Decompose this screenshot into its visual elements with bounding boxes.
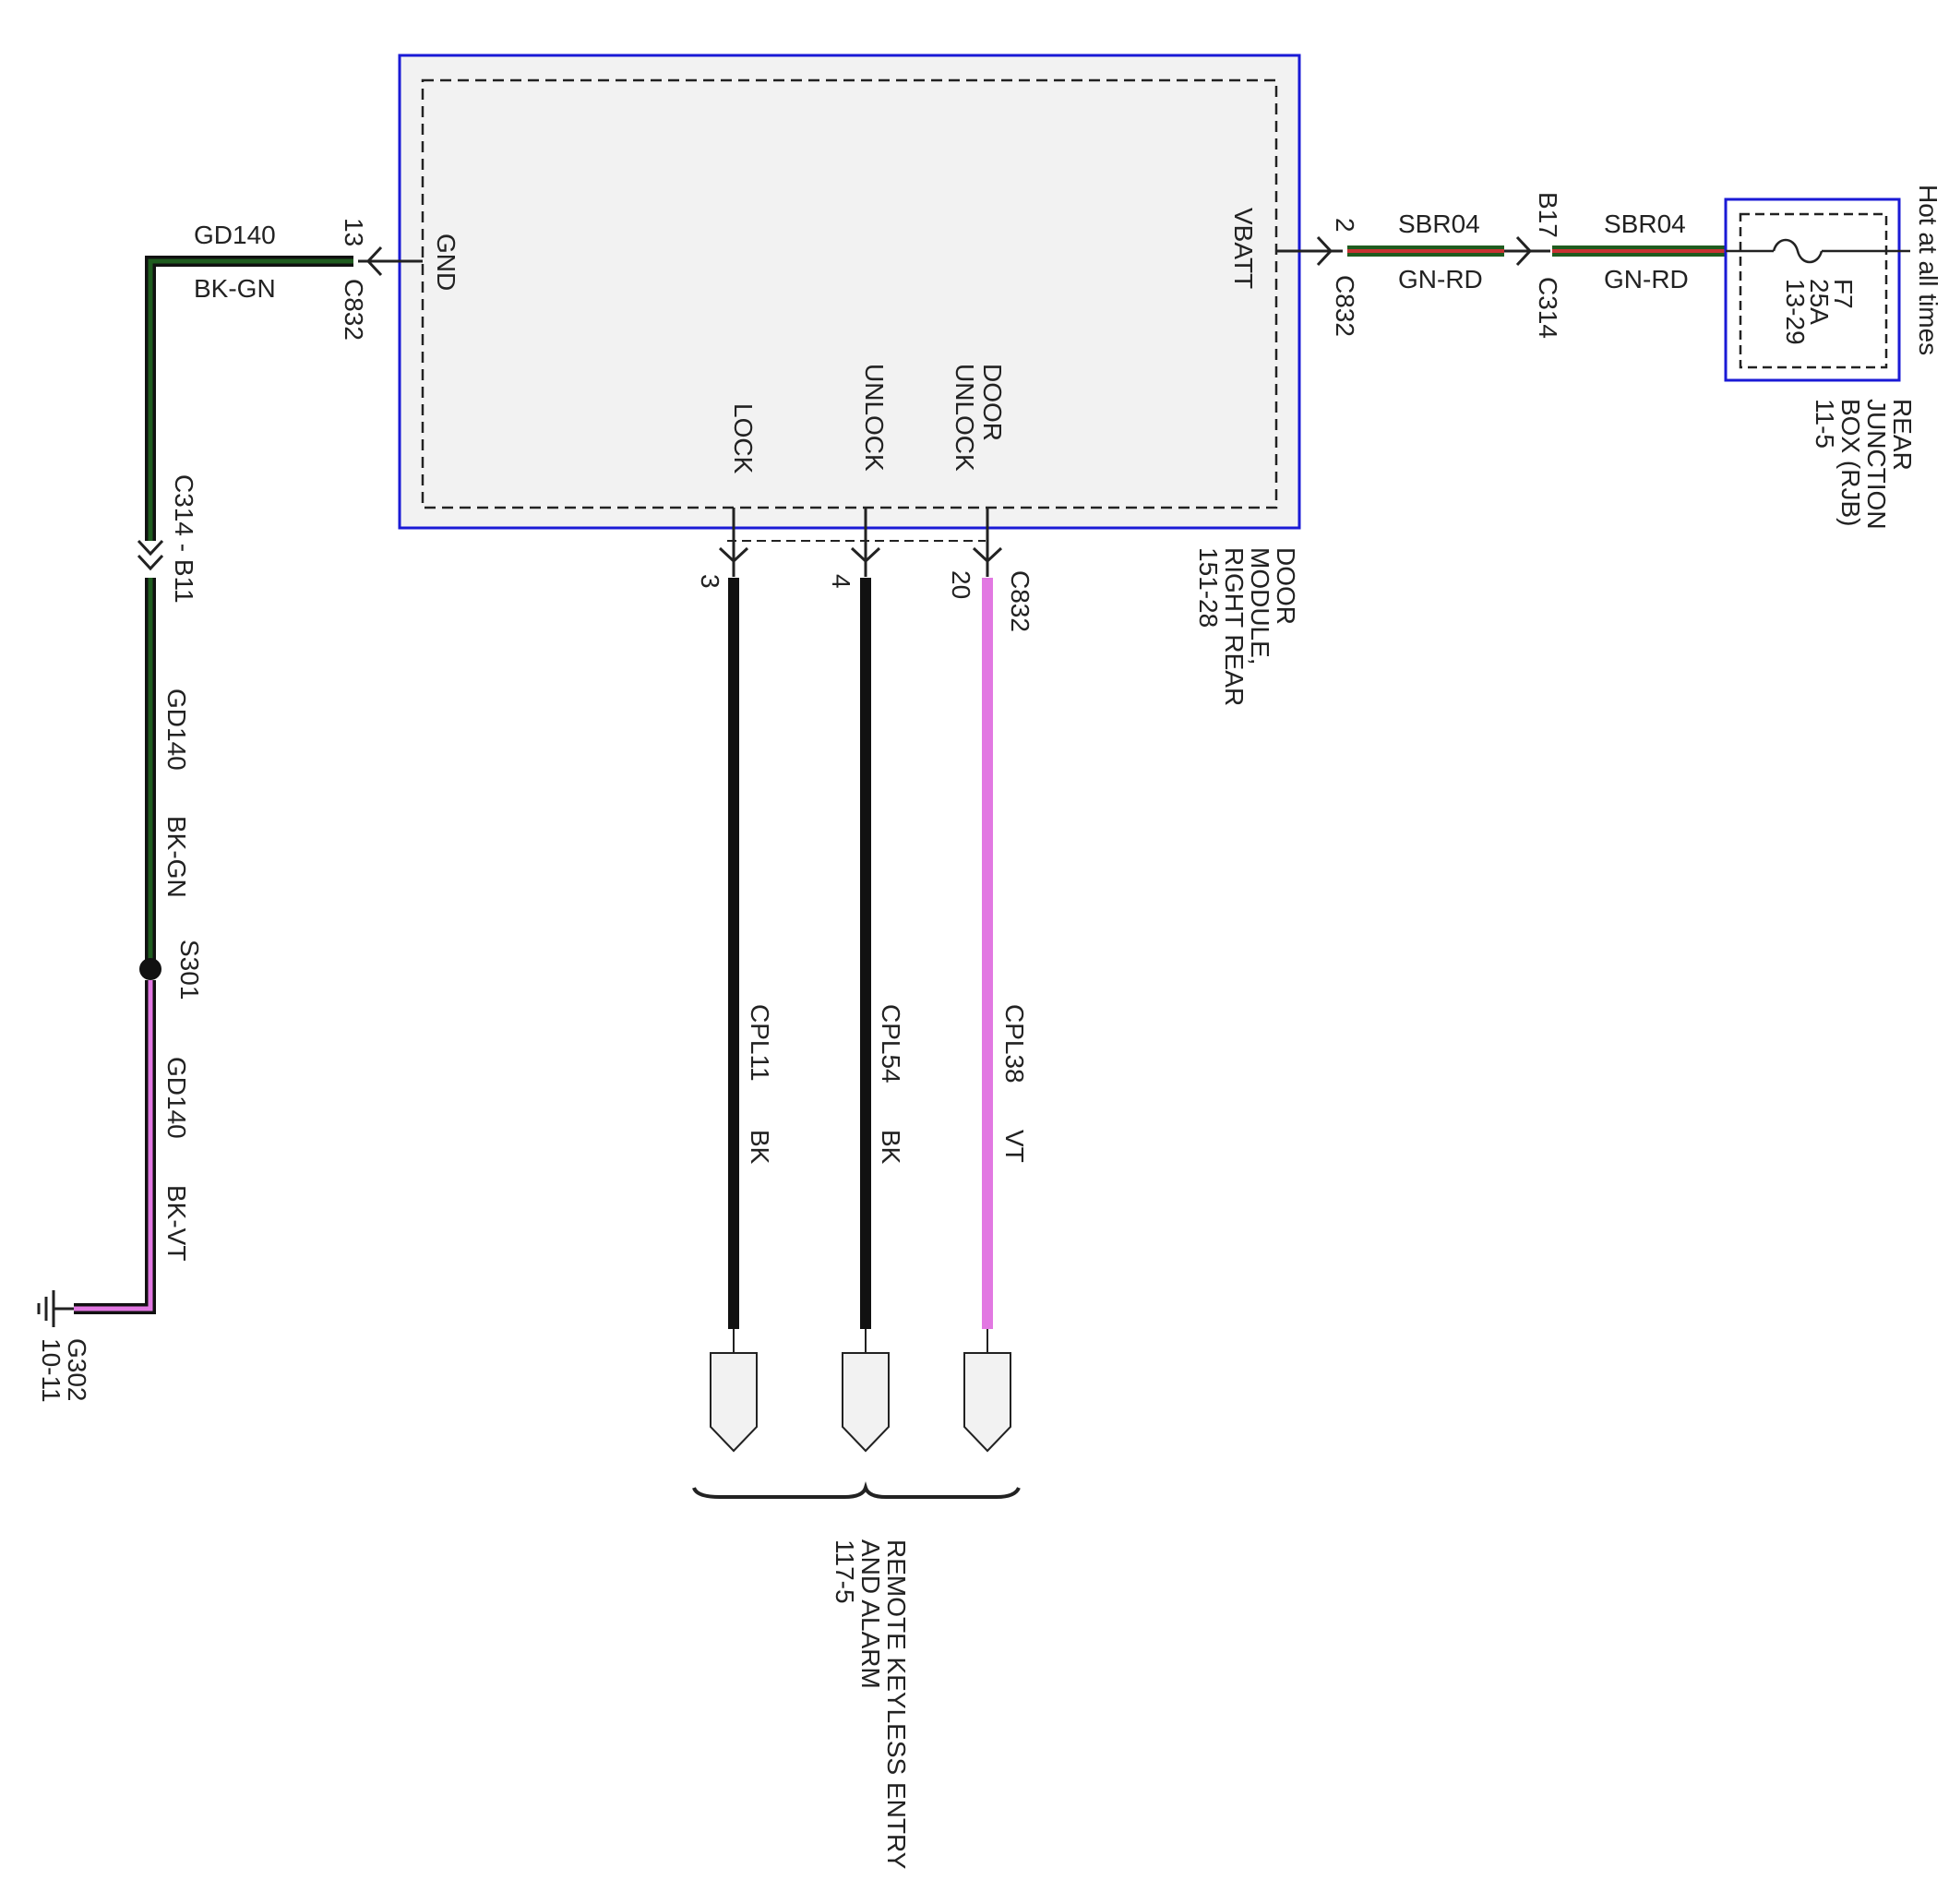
door-module-box[interactable] bbox=[398, 54, 1301, 530]
door-module-name-line1: DOOR bbox=[1272, 547, 1300, 625]
lock-wire-circuit: CPL11 bbox=[746, 1004, 774, 1082]
fuse-rating: 25A bbox=[1805, 279, 1834, 325]
door-unlock-wire-color: VT bbox=[1000, 1130, 1029, 1163]
gnd-wire2-circuit: GD140 bbox=[162, 689, 191, 771]
pin-label-lock: LOCK bbox=[729, 403, 758, 474]
gnd-wire3-circuit: GD140 bbox=[162, 1057, 191, 1139]
wire-gd140-bk-vt-lower-stripe bbox=[74, 980, 153, 1311]
rjb-name-line3: BOX (RJB) bbox=[1836, 399, 1865, 526]
door-module-name-line2: MODULE, bbox=[1246, 547, 1274, 665]
wire-gd140-bk-vt-lower[interactable] bbox=[74, 980, 156, 1314]
gnd-wire3-color: BK-VT bbox=[162, 1185, 191, 1261]
rear-junction-box-inner-dashed bbox=[1739, 212, 1888, 369]
fuse-f7-icon[interactable] bbox=[1772, 238, 1823, 264]
fuse-ref: 13-29 bbox=[1781, 279, 1810, 345]
door-unlock-wire-circuit: CPL38 bbox=[1000, 1004, 1029, 1084]
rear-junction-box[interactable] bbox=[1724, 198, 1901, 382]
sbr04-wire2-circuit: SBR04 bbox=[1604, 210, 1686, 238]
c314-b17-connector-icon[interactable] bbox=[1515, 235, 1533, 267]
unlock-pin-number: 4 bbox=[827, 574, 855, 589]
pin-label-door-unlock-1: DOOR bbox=[978, 364, 1007, 441]
sbr04-wire1-color: GN-RD bbox=[1398, 265, 1483, 293]
sbr04-wire2-color: GN-RD bbox=[1604, 265, 1689, 293]
door-module-inner-dashed bbox=[421, 78, 1278, 509]
pin-label-unlock: UNLOCK bbox=[860, 364, 889, 472]
c314-b11-connector-icon[interactable] bbox=[137, 539, 164, 571]
pin-label-vbatt: VBATT bbox=[1229, 208, 1258, 289]
door-module-name-line3: RIGHT REAR bbox=[1220, 547, 1249, 706]
rjb-name-line1: REAR bbox=[1888, 399, 1917, 471]
gnd-wire1-circuit: GD140 bbox=[194, 221, 276, 249]
s301-splice-dot[interactable] bbox=[139, 958, 161, 980]
ground-label: G302 bbox=[63, 1338, 91, 1402]
destination-line2: AND ALARM bbox=[856, 1539, 885, 1689]
gnd-wire2-color: BK-GN bbox=[162, 816, 191, 898]
destination-line1: REMOTE KEYLESS ENTRY bbox=[882, 1539, 911, 1870]
door-unlock-connector-chevron-icon bbox=[972, 546, 1003, 564]
lock-terminal-connector-icon[interactable] bbox=[710, 1352, 758, 1453]
destination-brace-icon bbox=[692, 1481, 1021, 1499]
wire-gd140-bk-gn-top-stripe bbox=[148, 258, 353, 541]
s301-label: S301 bbox=[175, 940, 204, 1000]
pin-label-gnd: GND bbox=[432, 234, 460, 291]
power-circuit: 2 C832 SBR04 GN-RD B17 C314 SBR04 GN-RD … bbox=[1276, 185, 1943, 530]
door-module-ref: 151-28 bbox=[1194, 547, 1223, 628]
c314-b17-connector: C314 bbox=[1534, 277, 1562, 339]
unlock-wire-color: BK bbox=[877, 1130, 905, 1165]
door-module: GND VBATT LOCK UNLOCK DOOR UNLOCK DOOR M… bbox=[398, 54, 1301, 706]
rjb-name-line2: JUNCTION bbox=[1862, 399, 1891, 530]
vbatt-connector-chevron-icon bbox=[1316, 235, 1333, 267]
ground-symbol-icon[interactable] bbox=[37, 1290, 74, 1327]
door-unlock-pin-number: 20 bbox=[947, 570, 975, 599]
gnd-pin-number: 13 bbox=[340, 218, 368, 246]
c314-b17-pin: B17 bbox=[1534, 192, 1562, 238]
unlock-terminal-connector-icon[interactable] bbox=[842, 1352, 890, 1453]
unlock-wire-circuit: CPL54 bbox=[877, 1004, 905, 1084]
gnd-connector-chevron-icon bbox=[365, 245, 383, 277]
gnd-connector-label: C832 bbox=[340, 279, 368, 341]
pin-label-door-unlock-2: UNLOCK bbox=[951, 364, 979, 472]
ground-ref: 10-11 bbox=[37, 1338, 66, 1403]
sbr04-wire1-circuit: SBR04 bbox=[1398, 210, 1480, 238]
bottom-wires: 3 CPL11 BK 4 CPL54 BK 20 C832 CPL38 VT R… bbox=[692, 508, 1034, 1870]
ground-circuit: 13 C832 GD140 BK-GN C314 - B11 GD140 BK-… bbox=[37, 218, 423, 1403]
vbatt-pin-number: 2 bbox=[1331, 218, 1359, 233]
rjb-ref: 11-5 bbox=[1811, 399, 1839, 449]
lock-connector-chevron-icon bbox=[718, 546, 749, 564]
c314-b11-label: C314 - B11 bbox=[170, 474, 198, 604]
destination-ref: 117-5 bbox=[831, 1539, 859, 1604]
bottom-connector-label: C832 bbox=[1006, 570, 1034, 632]
door-unlock-terminal-connector-icon[interactable] bbox=[963, 1352, 1011, 1453]
lock-wire-color: BK bbox=[746, 1130, 774, 1165]
lock-pin-number: 3 bbox=[696, 574, 724, 589]
unlock-connector-chevron-icon bbox=[850, 546, 881, 564]
gnd-wire1-color: BK-GN bbox=[194, 274, 276, 303]
hot-at-all-times-label: Hot at all times bbox=[1914, 185, 1943, 355]
vbatt-connector-label: C832 bbox=[1331, 275, 1359, 337]
fuse-name: F7 bbox=[1829, 279, 1858, 309]
